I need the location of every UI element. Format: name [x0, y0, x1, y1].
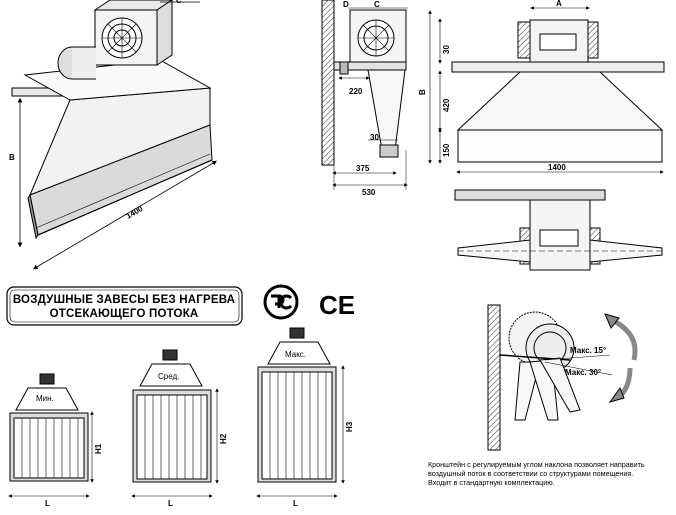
size-max-h: H3	[345, 421, 354, 432]
iso-dim-b: B	[9, 153, 15, 162]
size-mid-unit	[131, 349, 219, 498]
rst-certification-icon	[263, 284, 299, 320]
iso-dim-length: 1400	[125, 204, 145, 221]
front-dim-length: 1400	[548, 163, 566, 172]
side-dim-220: 220	[349, 87, 363, 96]
side-dim-c: C	[374, 0, 380, 9]
note-line-2: воздушный поток в соответствии со структ…	[428, 469, 633, 478]
rotate-up-arrow-icon	[610, 317, 638, 361]
title-line-1: ВОЗДУШНЫЕ ЗАВЕСЫ БЕЗ НАГРЕВА	[13, 294, 235, 306]
front-dim-150: 150	[442, 143, 451, 157]
size-min-unit	[8, 373, 94, 498]
size-min-label: Мин.	[36, 394, 54, 403]
front-dim-a: A	[556, 0, 562, 8]
wall	[321, 0, 335, 166]
side-dim-d: D	[343, 0, 349, 9]
size-max-label: Макс.	[285, 350, 306, 359]
front-view	[428, 6, 665, 174]
size-min-l: L	[45, 499, 50, 508]
side-view	[321, 0, 408, 190]
title-banner	[6, 286, 243, 326]
size-mid-h: H2	[219, 433, 228, 444]
ce-mark: CE	[319, 290, 355, 320]
iso-dim-c: C	[176, 0, 182, 5]
size-max-unit	[256, 327, 345, 498]
tilt-wall	[487, 304, 501, 451]
size-min-h: H1	[94, 443, 103, 454]
front-dim-420: 420	[442, 98, 451, 112]
size-mid-l: L	[168, 499, 173, 508]
tilt-max-30: Макс. 30°	[565, 368, 601, 377]
plan-view	[454, 189, 663, 271]
note-line-1: Кронштейн с регулируемым углом наклона п…	[428, 460, 645, 469]
side-dim-530: 530	[362, 188, 376, 197]
size-max-l: L	[293, 499, 298, 508]
side-dim-375: 375	[356, 164, 370, 173]
front-dim-b: B	[418, 89, 427, 95]
isometric-view	[11, 0, 218, 270]
title-line-2: ОТСЕКАЮЩЕГО ПОТОКА	[50, 308, 199, 320]
tilt-illustration	[487, 304, 638, 451]
side-dim-30: 30	[370, 133, 379, 142]
front-dim-30: 30	[442, 45, 451, 54]
size-mid-label: Сред.	[158, 372, 179, 381]
tilt-max-15: Макс. 15°	[570, 346, 606, 355]
note-line-3: Входит в стандартную комплектацию.	[428, 478, 555, 487]
rst-label: РСТ	[281, 335, 283, 337]
